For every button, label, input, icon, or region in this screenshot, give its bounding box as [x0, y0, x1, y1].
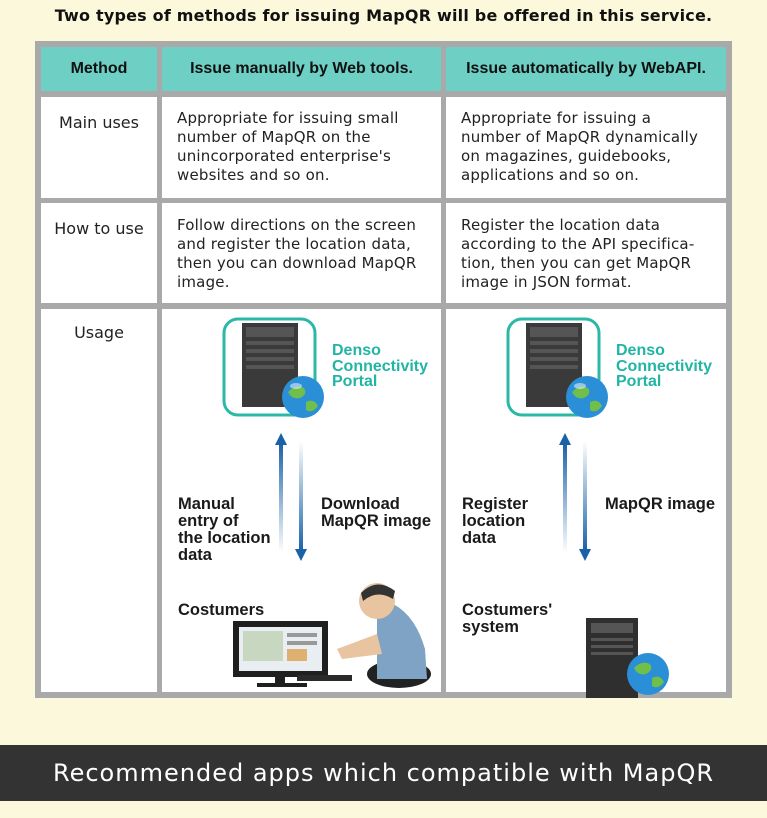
down-label: Download MapQR image: [321, 496, 431, 530]
portal-line: Connectivity: [332, 357, 429, 375]
label-line: MapQR image: [321, 512, 432, 530]
label-line: MapQR image: [605, 495, 716, 513]
client-label: Costumers' system: [462, 602, 552, 636]
label-line: data: [462, 529, 496, 547]
usage-auto-cell: Denso Connectivity Portal Register: [446, 309, 726, 698]
usage-manual-cell: Denso Connectivity Portal Manual: [162, 309, 441, 692]
portal-line: Denso: [616, 342, 665, 359]
arrows: [275, 433, 307, 561]
label-line: the location: [178, 529, 271, 547]
label-line: entry of: [178, 512, 239, 530]
footer-banner: Recommended apps which compatible with M…: [0, 745, 767, 801]
person-computer-illustration: [233, 583, 431, 688]
portal-line: Portal: [332, 373, 378, 390]
main-uses-manual: Appropriate for issuing small number of …: [162, 97, 441, 198]
label-line: Register: [462, 495, 529, 513]
down-label: MapQR image: [605, 496, 715, 513]
portal-line: Denso: [332, 342, 381, 359]
label-line: Download: [321, 495, 400, 513]
header-method: Method: [41, 47, 157, 91]
arrows: [559, 433, 591, 561]
how-to-use-manual: Follow directions on the screen and regi…: [162, 203, 441, 303]
up-label: Manual entry of the location data: [178, 496, 271, 564]
methods-table: Method Issue manually by Web tools. Issu…: [35, 41, 732, 698]
portal-label: Denso Connectivity Portal: [616, 343, 712, 390]
intro-text: Two types of methods for issuing MapQR w…: [54, 6, 713, 25]
label-line: data: [178, 546, 212, 564]
globe-icon: [566, 376, 608, 418]
row-label-usage: Usage: [41, 309, 157, 692]
portal-line: Portal: [616, 373, 662, 390]
globe-icon: [282, 376, 324, 418]
row-label-how-to-use: How to use: [41, 203, 157, 303]
row-label-main-uses: Main uses: [41, 97, 157, 198]
how-to-use-auto: Register the location data according to …: [446, 203, 726, 303]
label-line: Costumers: [178, 601, 265, 619]
header-auto: Issue automatically by WebAPI.: [446, 47, 726, 91]
portal-line: Connectivity: [616, 357, 713, 375]
server-icon: [222, 317, 317, 417]
up-label: Register location data: [462, 496, 528, 547]
main-uses-auto: Appropriate for issuing a number of MapQ…: [446, 97, 726, 198]
label-line: system: [462, 618, 519, 636]
portal-label: Denso Connectivity Portal: [332, 343, 428, 390]
label-line: location: [462, 512, 526, 530]
header-manual: Issue manually by Web tools.: [162, 47, 441, 91]
client-label: Costumers: [178, 602, 264, 619]
label-line: Costumers': [462, 601, 553, 619]
client-server-icon: [586, 618, 669, 698]
label-line: Manual: [178, 495, 235, 513]
